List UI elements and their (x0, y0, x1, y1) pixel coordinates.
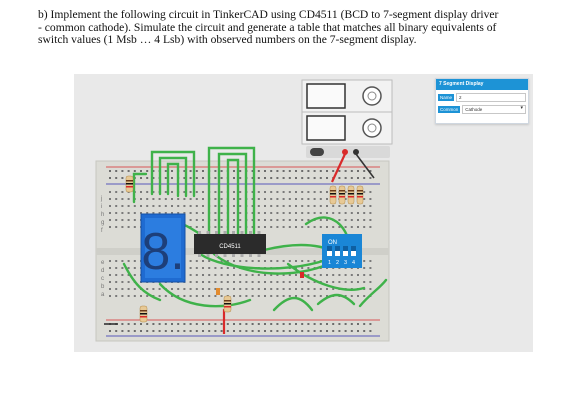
row-letter: h (101, 212, 104, 218)
dip-on-label: ON (328, 240, 337, 246)
name-field[interactable]: 2 (456, 93, 526, 102)
name-label: Name (438, 94, 455, 101)
row-letter: j (100, 196, 102, 202)
common-label: Common (438, 106, 461, 113)
common-value: Cathode (465, 107, 483, 112)
name-row: Name 2 (438, 93, 526, 102)
row-letter: e (101, 260, 105, 266)
supply-terminals[interactable] (306, 146, 390, 158)
question-line-3: switch values (1 Msb … 4 Lsb) with obser… (38, 33, 417, 47)
power-supply-top[interactable] (301, 79, 393, 113)
question-line-2: - common cathode). Simulate the circuit … (38, 20, 497, 34)
row-letter: b (101, 284, 105, 290)
dip-number: 4 (352, 260, 355, 266)
green-wires[interactable] (122, 146, 388, 312)
common-select[interactable]: Cathode ▾ (462, 105, 526, 114)
properties-panel: 7 Segment Display Name 2 Common Cathode … (435, 78, 529, 124)
breadboard-holes (109, 170, 372, 332)
wire-end-markers (216, 272, 304, 295)
row-letter: c (101, 276, 104, 282)
dip-number: 2 (336, 260, 339, 266)
display-digit: 8. (141, 223, 184, 281)
row-letter: g (101, 220, 104, 226)
common-row: Common Cathode ▾ (438, 105, 526, 114)
row-letter: d (101, 268, 104, 274)
row-letter: a (101, 292, 105, 298)
red-wires[interactable] (222, 153, 346, 334)
cd4511-chip[interactable]: CD4511 (194, 231, 266, 257)
dip-number: 3 (344, 260, 347, 266)
dip-number: 1 (328, 260, 331, 266)
question-line-1: b) Implement the following circuit in Ti… (38, 8, 499, 21)
ic-label: CD4511 (219, 244, 241, 250)
row-letter: f (101, 228, 103, 234)
power-supply-bottom[interactable] (301, 111, 393, 145)
seven-segment-display[interactable]: 8. (140, 213, 186, 283)
row-letter: i (101, 204, 102, 210)
resistors[interactable] (125, 175, 364, 323)
chevron-down-icon: ▾ (520, 105, 523, 111)
question-text: b) Implement the following circuit in Ti… (38, 8, 558, 71)
panel-title: 7 Segment Display (436, 79, 528, 90)
black-wires[interactable] (104, 153, 375, 325)
